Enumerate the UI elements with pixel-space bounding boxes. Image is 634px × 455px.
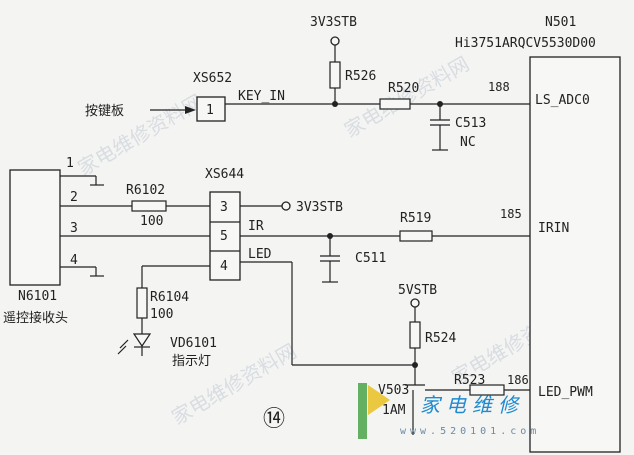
receiver-body: [9, 169, 61, 286]
chip-part: Hi3751ARQCV5530D00: [455, 36, 596, 51]
led-branch: R6104 100 VD6101 指示灯 5VSTB R524 V503 1AM…: [117, 261, 530, 435]
v503-label: V503: [378, 383, 409, 398]
watermark: 家电维修资料网 家电维修资料网 家电维修资料网 家电维修资料网: [74, 52, 581, 430]
vd6101-caption: 指示灯: [172, 354, 211, 369]
xs652-box: [196, 96, 226, 122]
r519-resistor: [399, 230, 433, 242]
pin-name-ls-adc0: LS_ADC0: [535, 93, 590, 108]
chip-ref: N501: [545, 15, 576, 30]
logo-triangle-yellow: [368, 385, 390, 415]
pin-number-186: 186: [507, 373, 529, 387]
receiver-ref: N6101: [18, 289, 57, 304]
receiver-n6101: N6101 遥控接收头 1 2 3 4 R6102 100: [3, 156, 210, 326]
rail-5vstb: 5VSTB: [398, 283, 437, 298]
receiver-label: 遥控接收头: [3, 310, 68, 326]
xs644-ref: XS644: [205, 167, 244, 182]
xs652-ref: XS652: [193, 71, 232, 86]
pin-number-188: 188: [488, 80, 510, 94]
r524-resistor: [409, 321, 421, 349]
pin-name-irin: IRIN: [538, 221, 569, 236]
key-in-label: KEY_IN: [238, 89, 285, 104]
r520-label: R520: [388, 81, 419, 96]
logo-brand-text: 家电维修: [420, 393, 524, 417]
key-in-net: 按键板 XS652 1 KEY_IN R520 R526 3V3STB C513…: [85, 15, 530, 151]
r526-label: R526: [345, 69, 376, 84]
r6104-resistor: [136, 287, 148, 319]
receiver-pin-3: 3: [70, 221, 78, 236]
r6104-value: 100: [150, 307, 173, 322]
r524-label: R524: [425, 331, 456, 346]
v503-part: 1AM: [382, 403, 406, 418]
pin-name-led-pwm: LED_PWM: [538, 385, 593, 400]
receiver-pin-2: 2: [70, 190, 78, 205]
arrow-icon: [185, 106, 196, 114]
figure-number: ⑭: [263, 407, 285, 432]
pin-number-185: 185: [500, 207, 522, 221]
receiver-pin-4: 4: [70, 253, 78, 268]
r6104-label: R6104: [150, 290, 189, 305]
receiver-pin-1: 1: [66, 156, 74, 171]
key-board-label: 按键板: [85, 104, 124, 119]
led-diode-icon: [132, 333, 152, 348]
logo-site-text: www.520101.com: [400, 426, 540, 437]
r523-label: R523: [454, 373, 485, 388]
watermark-text-2: 家电维修资料网: [340, 52, 473, 143]
rail-3v3stb-mid: 3V3STB: [296, 200, 343, 215]
xs644-pin-4: 4: [220, 259, 228, 274]
chip-n501: N501 Hi3751ARQCV5530D00 LS_ADC0 IRIN LED…: [455, 15, 621, 453]
r6102-label: R6102: [126, 183, 165, 198]
chip-body: [529, 56, 621, 453]
r519-label: R519: [400, 211, 431, 226]
ir-net: R519 C511: [240, 211, 530, 283]
r6102-resistor: [131, 200, 167, 212]
c513-label: C513: [455, 116, 486, 131]
led-label: LED: [248, 247, 272, 262]
watermark-logo: 家电维修 www.520101.com: [358, 383, 540, 439]
c513-nc: NC: [460, 135, 476, 150]
vd6101-label: VD6101: [170, 336, 217, 351]
r526-resistor: [329, 61, 341, 89]
connector-xs644: XS644 3 5 4 3V3STB IR LED: [205, 167, 343, 281]
xs644-pin-5: 5: [220, 229, 228, 244]
rail-3v3stb-top: 3V3STB: [310, 15, 357, 30]
xs652-pin: 1: [206, 103, 214, 118]
r520-resistor: [379, 98, 411, 110]
xs644-pin-3: 3: [220, 200, 228, 215]
logo-bar-green: [358, 383, 367, 439]
ir-label: IR: [248, 219, 264, 234]
c511-label: C511: [355, 251, 386, 266]
r6102-value: 100: [140, 214, 163, 229]
